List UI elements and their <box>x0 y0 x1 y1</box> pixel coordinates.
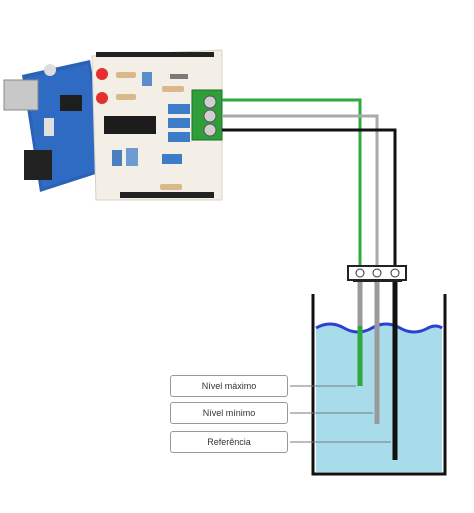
wire-black <box>222 128 397 268</box>
screw-terminal-icon <box>191 89 223 141</box>
label-reference: Referência <box>170 431 288 453</box>
led-icon <box>96 68 108 80</box>
wire-green <box>222 98 362 268</box>
diode-icon <box>170 74 188 79</box>
power-jack-icon <box>24 150 52 180</box>
arduino-board-icon <box>3 60 108 192</box>
wires <box>222 98 397 268</box>
resistor-icon <box>116 72 184 190</box>
usb-port-icon <box>3 79 39 111</box>
led-icon <box>96 92 108 104</box>
probe-connector-icon <box>347 265 407 282</box>
ic-chip-icon <box>104 116 156 134</box>
capacitor-icon <box>112 150 122 166</box>
callout-lines <box>290 385 391 443</box>
capacitor-icon <box>142 72 152 86</box>
shield-pcb-icon <box>91 49 223 201</box>
wire-gray <box>222 114 379 268</box>
probes <box>357 282 398 460</box>
capacitor-icon <box>126 148 138 166</box>
label-max-level: Nível máximo <box>170 375 288 397</box>
water-surface <box>315 322 443 334</box>
label-min-level: Nível mínimo <box>170 402 288 424</box>
tank-wall <box>311 294 447 476</box>
